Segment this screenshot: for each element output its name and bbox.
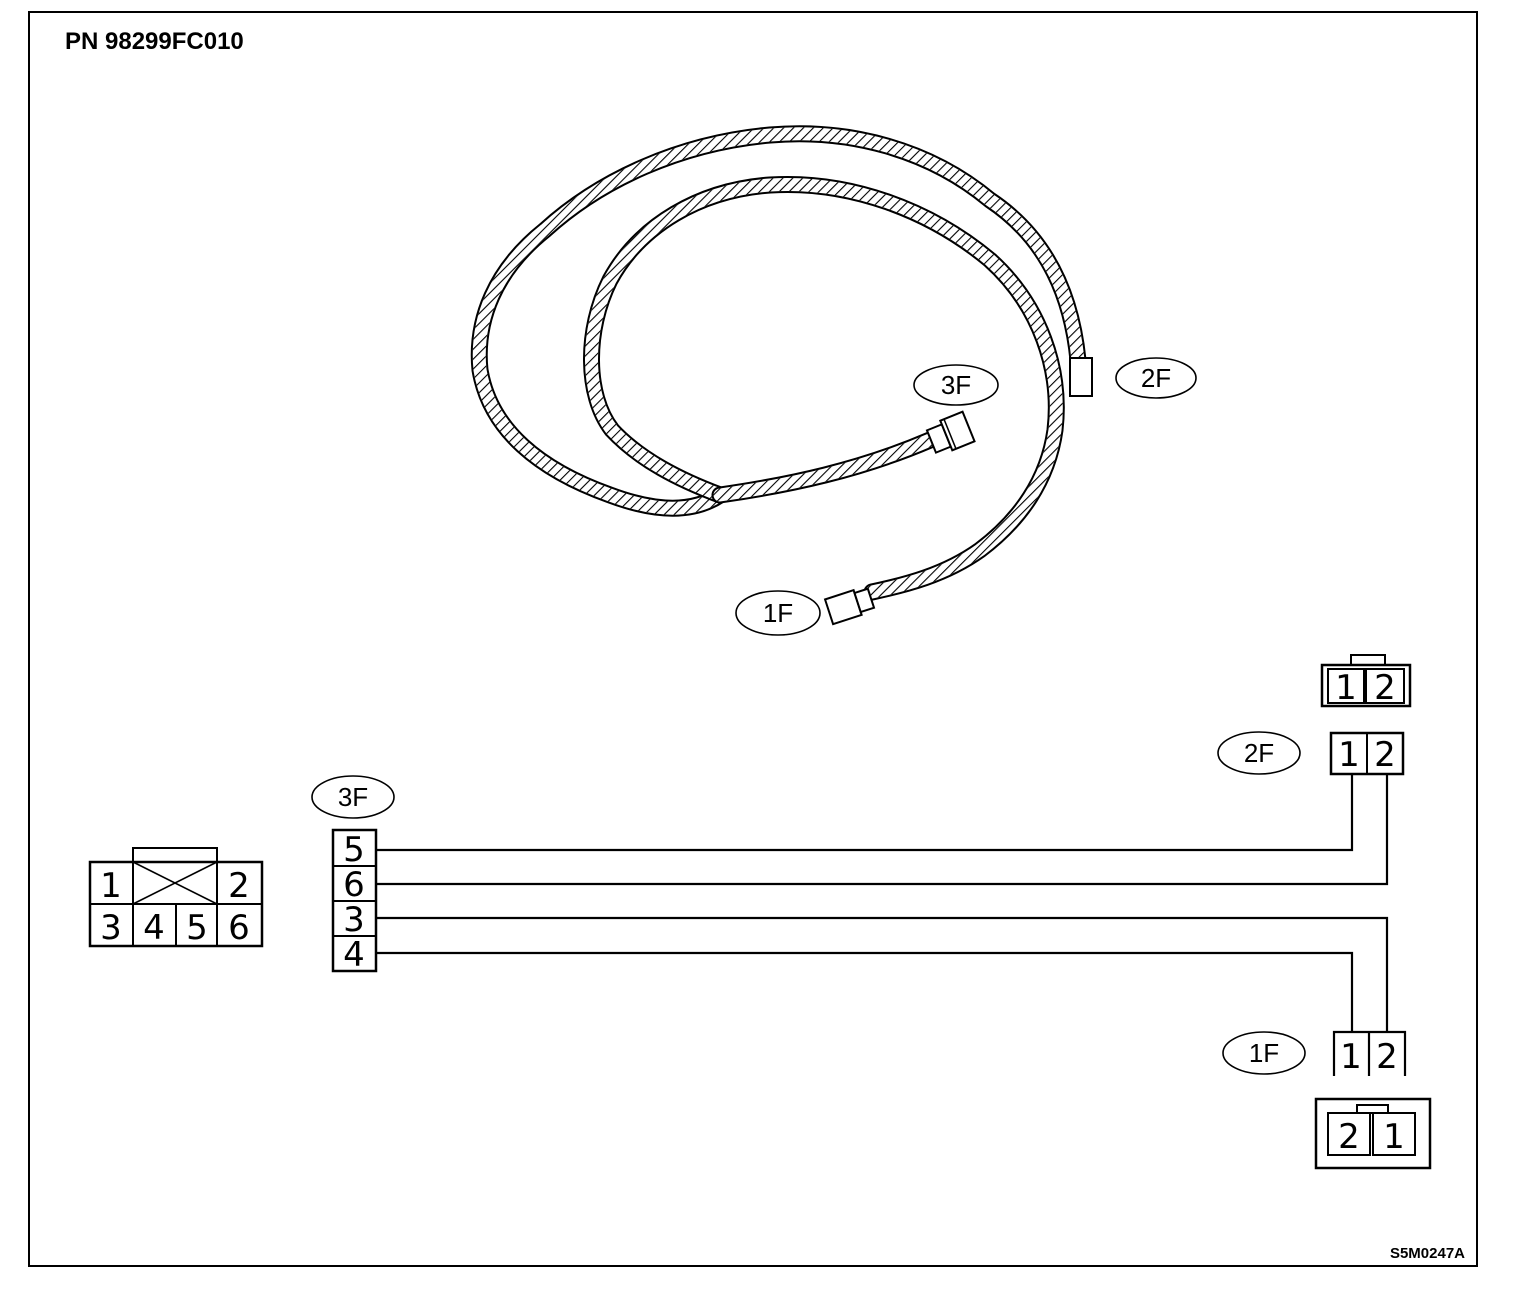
harness-cable-inner — [583, 175, 1065, 601]
wire-3f5-to-2f1 — [376, 774, 1354, 852]
3f-pin-4: 4 — [343, 935, 365, 975]
svg-text:2F: 2F — [1141, 363, 1171, 393]
wire-3f6-to-2f2 — [376, 774, 1389, 886]
face-pin-2: 2 — [228, 866, 250, 906]
connector-1f-face: 2 1 — [1314, 1097, 1432, 1170]
schematic-wires — [376, 774, 1389, 1032]
harness-illustration: 3F 2F 1F — [470, 125, 1197, 636]
2f-pin-1: 1 — [1338, 735, 1360, 775]
figure-code-label: S5M0247A — [1390, 1245, 1465, 1262]
1f-pin-1: 1 — [1340, 1037, 1362, 1077]
callout-1f-illustration: 1F — [735, 590, 821, 636]
callout-1f-schematic: 1F — [1222, 1031, 1306, 1075]
svg-text:1F: 1F — [763, 598, 793, 628]
callout-3f-schematic: 3F — [311, 775, 395, 819]
face-pin-4: 4 — [143, 908, 165, 948]
harness-connector-2f — [1069, 357, 1093, 397]
2f-pin-2: 2 — [1374, 735, 1396, 775]
harness-connector-3f — [925, 410, 976, 454]
connector-2f-face: 1 2 — [1320, 654, 1412, 708]
1f-face-pin-2: 2 — [1338, 1117, 1360, 1157]
harness-cable-outer — [470, 125, 1087, 517]
connector-face-6pin: 1 2 3 4 5 6 — [88, 847, 264, 948]
connector-3f-pin-column: 5 6 3 4 — [331, 828, 378, 975]
face-pin-1: 1 — [100, 866, 122, 906]
svg-text:1F: 1F — [1249, 1038, 1279, 1068]
2f-face-pin-2: 2 — [1374, 668, 1396, 708]
face-pin-6: 6 — [228, 908, 250, 948]
diagram-frame — [28, 11, 1478, 1267]
harness-cable-3f-branch — [711, 431, 939, 504]
wire-3f3-to-1f2 — [376, 916, 1389, 1032]
svg-text:3F: 3F — [941, 370, 971, 400]
callout-3f-illustration: 3F — [913, 364, 999, 406]
connector-1f-pins: 1 2 — [1332, 1030, 1407, 1077]
part-number-label: PN 98299FC010 — [65, 28, 244, 55]
harness-connector-1f — [823, 587, 876, 626]
callout-2f-illustration: 2F — [1115, 357, 1197, 399]
3f-pin-5: 5 — [343, 830, 365, 870]
svg-text:2F: 2F — [1244, 738, 1274, 768]
2f-face-pin-1: 1 — [1335, 668, 1357, 708]
1f-pin-2: 2 — [1376, 1037, 1398, 1077]
callout-2f-schematic: 2F — [1217, 731, 1301, 775]
face-pin-5: 5 — [186, 908, 208, 948]
1f-face-pin-1: 1 — [1383, 1117, 1405, 1157]
3f-pin-3: 3 — [343, 900, 365, 940]
face-pin-3: 3 — [100, 908, 122, 948]
svg-text:3F: 3F — [338, 782, 368, 812]
3f-pin-6: 6 — [343, 865, 365, 905]
wire-3f4-to-1f1 — [376, 951, 1354, 1032]
connector-2f-pins: 1 2 — [1329, 731, 1405, 776]
